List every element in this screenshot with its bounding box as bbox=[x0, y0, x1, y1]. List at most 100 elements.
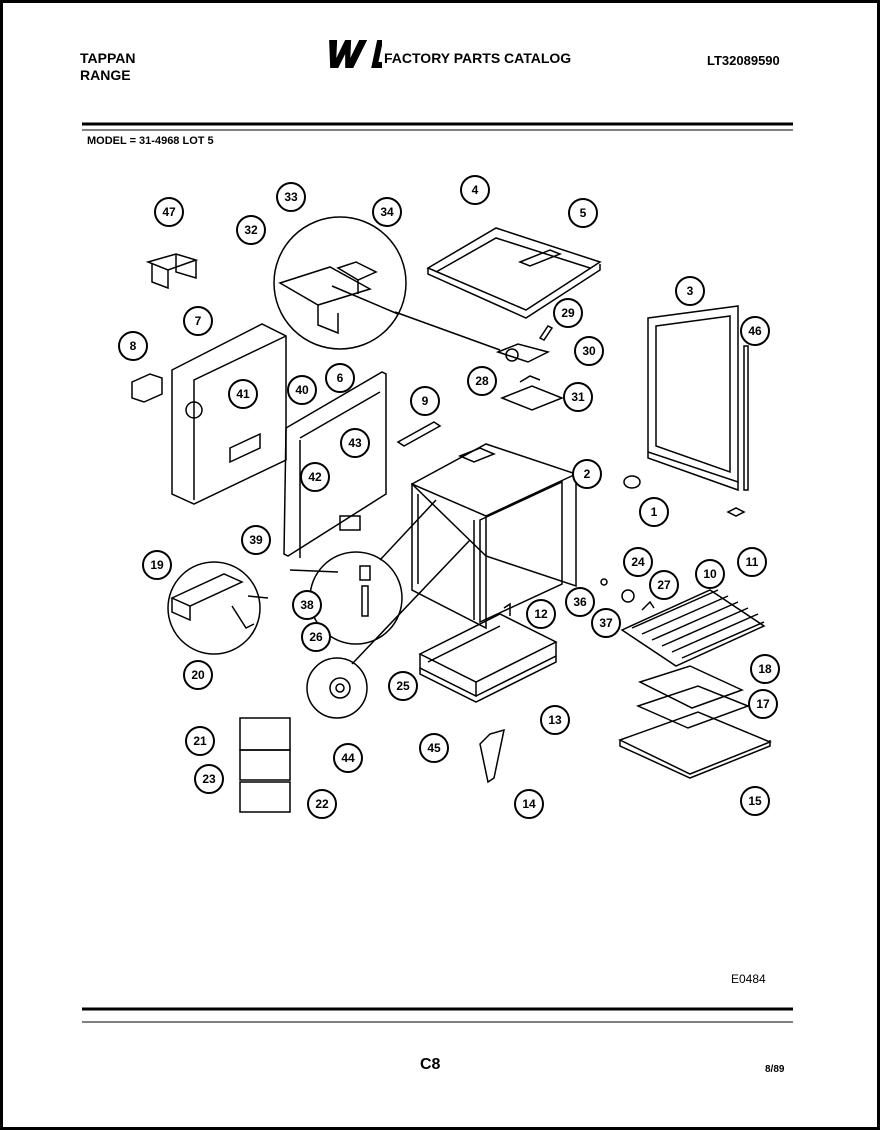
callout-label: 29 bbox=[561, 306, 575, 320]
model-line: MODEL = 31-4968 LOT 5 bbox=[87, 135, 214, 147]
callout-label: 13 bbox=[548, 713, 562, 727]
callout-28: 28 bbox=[467, 366, 497, 396]
callout-label: 7 bbox=[195, 314, 202, 328]
callout-label: 41 bbox=[236, 387, 250, 401]
callout-label: 26 bbox=[309, 630, 323, 644]
callout-2: 2 bbox=[572, 459, 602, 489]
detail-circle-44 bbox=[306, 657, 368, 719]
callout-bubble bbox=[228, 379, 258, 409]
wci-logo bbox=[329, 40, 382, 68]
callout-12: 12 bbox=[526, 599, 556, 629]
part-28-31-valve bbox=[495, 325, 565, 411]
callout-label: 33 bbox=[284, 190, 298, 204]
callout-label: 25 bbox=[396, 679, 410, 693]
callout-label: 32 bbox=[244, 223, 258, 237]
callout-label: 1 bbox=[651, 505, 658, 519]
callout-13: 13 bbox=[540, 705, 570, 735]
callout-label: 8 bbox=[130, 339, 137, 353]
callout-36: 36 bbox=[565, 587, 595, 617]
callout-bubble bbox=[300, 462, 330, 492]
part-3-door-frame bbox=[647, 305, 739, 492]
catalog-title: FACTORY PARTS CATALOG bbox=[384, 50, 572, 66]
callout-bubble bbox=[372, 197, 402, 227]
callout-label: 10 bbox=[703, 567, 717, 581]
callout-17: 17 bbox=[748, 689, 778, 719]
part-7-side-panel bbox=[171, 323, 287, 505]
callout-label: 38 bbox=[300, 598, 314, 612]
callout-24: 24 bbox=[623, 547, 653, 577]
callout-47: 47 bbox=[154, 197, 184, 227]
callout-label: 40 bbox=[295, 383, 309, 397]
callout-bubble bbox=[623, 547, 653, 577]
callout-label: 6 bbox=[337, 371, 344, 385]
part-44-burner-cap bbox=[329, 677, 351, 699]
callout-40: 40 bbox=[287, 375, 317, 405]
callout-label: 43 bbox=[348, 436, 362, 450]
callout-label: 11 bbox=[746, 555, 759, 569]
callout-14: 14 bbox=[514, 789, 544, 819]
callout-bubble bbox=[194, 764, 224, 794]
callout-label: 24 bbox=[631, 555, 645, 569]
callout-label: 27 bbox=[657, 578, 671, 592]
callout-label: 12 bbox=[534, 607, 548, 621]
callout-label: 39 bbox=[249, 533, 263, 547]
brand-line-2: RANGE bbox=[80, 67, 131, 83]
callout-label: 42 bbox=[308, 470, 322, 484]
callout-bubble bbox=[333, 743, 363, 773]
drawing-code: E0484 bbox=[731, 972, 766, 986]
part-12-pin bbox=[503, 602, 511, 616]
callout-bubble bbox=[388, 671, 418, 701]
callout-bubble bbox=[740, 786, 770, 816]
callout-8: 8 bbox=[118, 331, 148, 361]
callout-label: 20 bbox=[191, 668, 205, 682]
callout-22: 22 bbox=[307, 789, 337, 819]
callout-23: 23 bbox=[194, 764, 224, 794]
callout-9: 9 bbox=[410, 386, 440, 416]
part-46-strip bbox=[743, 345, 749, 491]
callout-label: 5 bbox=[580, 206, 587, 220]
callout-bubble bbox=[236, 215, 266, 245]
part-drawings bbox=[131, 216, 772, 813]
part-8-cap bbox=[131, 373, 163, 403]
callout-label: 4 bbox=[472, 183, 479, 197]
callout-bubble bbox=[410, 386, 440, 416]
callout-bubble bbox=[118, 331, 148, 361]
callout-label: 9 bbox=[422, 394, 429, 408]
part-36-screw bbox=[600, 578, 608, 586]
brand-line-1: TAPPAN bbox=[80, 50, 136, 66]
callout-label: 30 bbox=[582, 344, 596, 358]
callout-bubble bbox=[750, 654, 780, 684]
part-19-20 bbox=[170, 573, 269, 629]
callout-39: 39 bbox=[241, 525, 271, 555]
callout-bubble bbox=[540, 705, 570, 735]
callout-label: 22 bbox=[315, 797, 329, 811]
callout-label: 17 bbox=[756, 697, 770, 711]
callout-label: 2 bbox=[584, 467, 591, 481]
callout-bubble bbox=[340, 428, 370, 458]
callout-bubble bbox=[241, 525, 271, 555]
callout-bubble bbox=[185, 726, 215, 756]
callout-38: 38 bbox=[292, 590, 322, 620]
callout-label: 31 bbox=[571, 390, 585, 404]
callout-bubble bbox=[287, 375, 317, 405]
callout-26: 26 bbox=[301, 622, 331, 652]
callout-10: 10 bbox=[695, 559, 725, 589]
callout-label: 18 bbox=[758, 662, 772, 676]
part-26-38 bbox=[359, 565, 371, 617]
callout-bubble bbox=[154, 197, 184, 227]
part-17-insert bbox=[635, 685, 751, 729]
callout-41: 41 bbox=[228, 379, 258, 409]
callout-37: 37 bbox=[591, 608, 621, 638]
catalog-number: LT32089590 bbox=[707, 53, 780, 68]
callout-15: 15 bbox=[740, 786, 770, 816]
callout-bubble bbox=[467, 366, 497, 396]
callout-20: 20 bbox=[183, 660, 213, 690]
callout-bubble bbox=[183, 660, 213, 690]
callout-30: 30 bbox=[574, 336, 604, 366]
parts-21-22-23 bbox=[239, 717, 291, 813]
callout-7: 7 bbox=[183, 306, 213, 336]
callout-bubble bbox=[740, 316, 770, 346]
callout-label: 37 bbox=[599, 616, 613, 630]
callout-42: 42 bbox=[300, 462, 330, 492]
